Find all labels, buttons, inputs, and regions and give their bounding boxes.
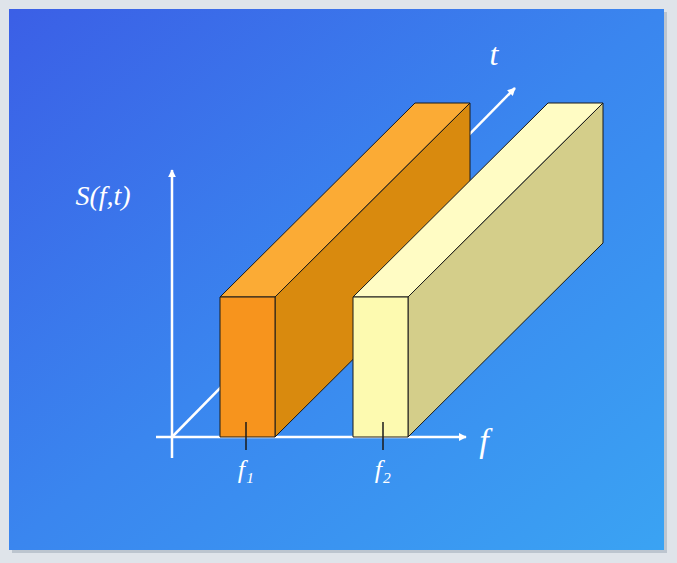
tick-mark bbox=[245, 422, 247, 450]
block-side bbox=[408, 103, 603, 437]
s-axis bbox=[171, 170, 174, 458]
f-axis bbox=[156, 436, 466, 439]
yellow-block bbox=[353, 103, 603, 437]
axis-label: f₂ bbox=[375, 457, 391, 483]
background-panel bbox=[9, 9, 664, 550]
tick-mark bbox=[382, 422, 384, 450]
axis-label: f₁ bbox=[238, 457, 254, 483]
block-front bbox=[353, 297, 408, 437]
axis-label: S(f,t) bbox=[75, 182, 130, 210]
block-front bbox=[220, 297, 275, 437]
axis-label: t bbox=[490, 38, 499, 70]
axis-label: f bbox=[479, 424, 488, 458]
